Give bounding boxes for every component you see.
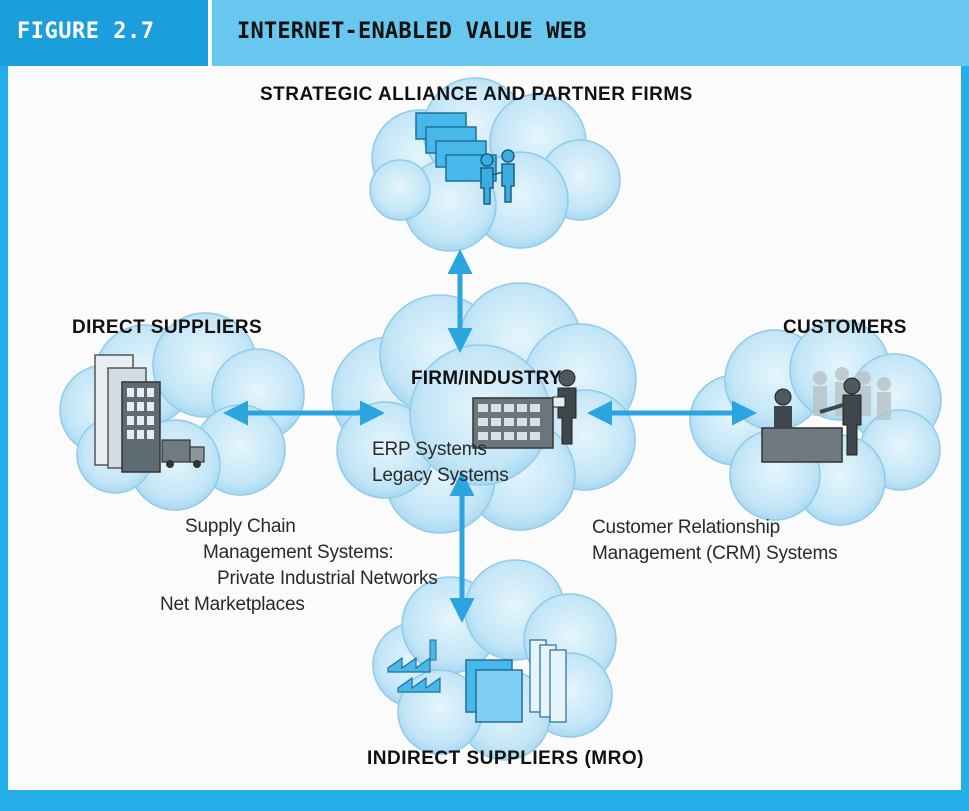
- figure-title: INTERNET-ENABLED VALUE WEB: [237, 19, 587, 44]
- figure-number: FIGURE 2.7: [17, 19, 155, 44]
- firm-industry-icon: [472, 369, 577, 449]
- crm-annotation: Customer Relationship Management (CRM) S…: [592, 515, 838, 567]
- annotation-line: Net Marketplaces: [160, 594, 305, 615]
- cloud-customers: [689, 319, 942, 526]
- customers-label: CUSTOMERS: [783, 317, 907, 338]
- indirect-suppliers-icon: [387, 639, 567, 723]
- firm-industry-label: FIRM/INDUSTRY: [411, 368, 562, 389]
- figure-header: FIGURE 2.7 INTERNET-ENABLED VALUE WEB: [0, 0, 969, 66]
- partner-firms-label: STRATEGIC ALLIANCE AND PARTNER FIRMS: [260, 84, 693, 105]
- indirect-suppliers-label: INDIRECT SUPPLIERS (MRO): [367, 748, 644, 769]
- annotation-line: Customer Relationship: [592, 517, 780, 538]
- annotation-line: Management (CRM) Systems: [592, 543, 838, 564]
- figure-bottom-bar: [0, 790, 969, 811]
- figure-number-box: [0, 0, 208, 66]
- figure-title-box: [208, 0, 969, 66]
- system-item: ERP Systems: [372, 439, 487, 460]
- center-systems: ERP Systems Legacy Systems: [372, 437, 509, 489]
- header-divider: [208, 0, 212, 66]
- annotation-line: Private Industrial Networks: [217, 568, 438, 589]
- system-item: Legacy Systems: [372, 465, 509, 486]
- supply-chain-annotation: Supply Chain Management Systems: Private…: [160, 514, 438, 618]
- annotation-line: Supply Chain: [185, 516, 296, 537]
- direct-suppliers-icon: [94, 354, 205, 473]
- annotation-line: Management Systems:: [203, 542, 394, 563]
- direct-suppliers-label: DIRECT SUPPLIERS: [72, 317, 263, 338]
- connection-arrows: [223, 249, 757, 623]
- customers-icon: [761, 367, 891, 463]
- partner-firms-icon: [415, 112, 515, 205]
